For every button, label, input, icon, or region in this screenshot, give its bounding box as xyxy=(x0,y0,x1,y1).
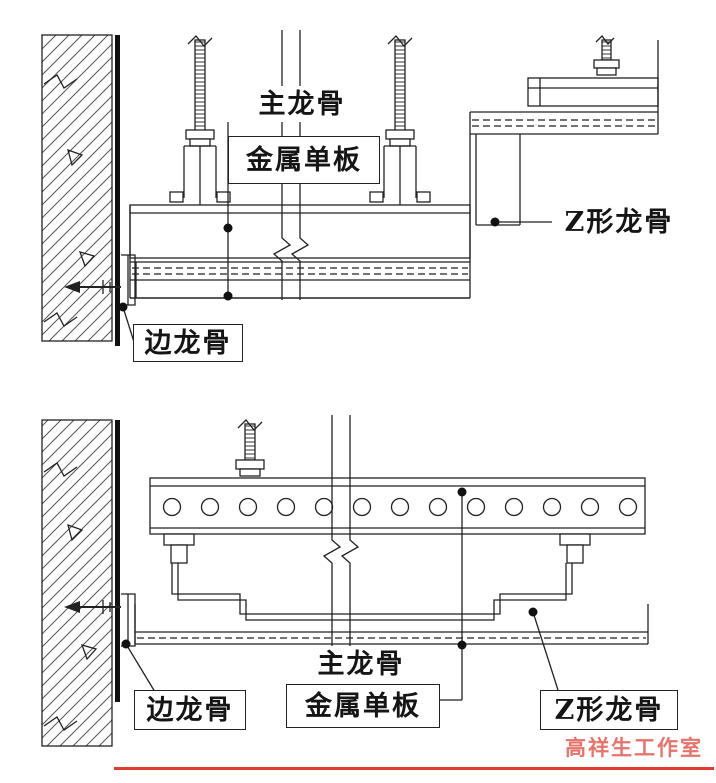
edge-keel-top xyxy=(64,254,136,306)
wall-finish-line xyxy=(115,420,120,702)
label-z-keel-bottom: Z形龙骨 xyxy=(540,690,678,730)
wall-break-mark xyxy=(43,74,78,89)
concrete-mark-icon xyxy=(67,148,84,167)
perforated-main-keel-bottom xyxy=(149,477,646,535)
label-edge-keel-bottom: 边龙骨 xyxy=(134,690,246,730)
label-main-keel-top: 主龙骨 xyxy=(246,86,358,122)
leader-dot xyxy=(121,639,131,649)
anchor-arrow-icon xyxy=(64,281,80,293)
wall-finish-line xyxy=(115,35,120,346)
concrete-mark-icon xyxy=(80,644,98,661)
label-edge-keel-top: 边龙骨 xyxy=(133,324,243,362)
bottom-detail-drawing xyxy=(41,415,649,747)
label-metal-panel-bottom: 金属单板 xyxy=(286,684,440,728)
wall-break-mark xyxy=(43,716,78,731)
wall-section-top xyxy=(41,34,120,346)
anchor-arrow-icon xyxy=(64,601,80,613)
leader-dot xyxy=(528,607,538,617)
wall-section-bottom xyxy=(41,419,120,747)
break-lines-top xyxy=(272,30,310,300)
break-lines-bottom xyxy=(322,415,360,650)
concrete-mark-icon xyxy=(78,251,96,268)
hanger-rod xyxy=(169,35,231,206)
concrete-mark-icon xyxy=(67,523,84,542)
leader-dot xyxy=(223,223,233,233)
leader-lines-bottom xyxy=(121,487,559,701)
z-keel-assembly-top xyxy=(469,35,659,298)
wall-break-mark xyxy=(43,462,78,477)
label-z-keel-top: Z形龙骨 xyxy=(552,204,686,240)
label-main-keel-bottom: 主龙骨 xyxy=(296,646,426,682)
studio-watermark: 高祥生工作室 xyxy=(565,735,703,760)
z-keel-profiles-bottom xyxy=(171,563,573,621)
hanger-rod-bottom xyxy=(235,419,265,477)
leader-dot xyxy=(457,487,467,497)
bottom-red-rule xyxy=(114,767,714,770)
wall-break-mark xyxy=(43,312,78,327)
hanger-clips-bottom xyxy=(163,533,591,564)
top-detail-drawing xyxy=(41,30,659,346)
leader-dot xyxy=(223,291,233,301)
leader-dot xyxy=(457,640,467,650)
leader-dot xyxy=(118,302,128,312)
leader-dot xyxy=(490,217,500,227)
label-metal-panel-top: 金属单板 xyxy=(228,136,380,184)
metal-panel-bottom xyxy=(134,604,649,645)
